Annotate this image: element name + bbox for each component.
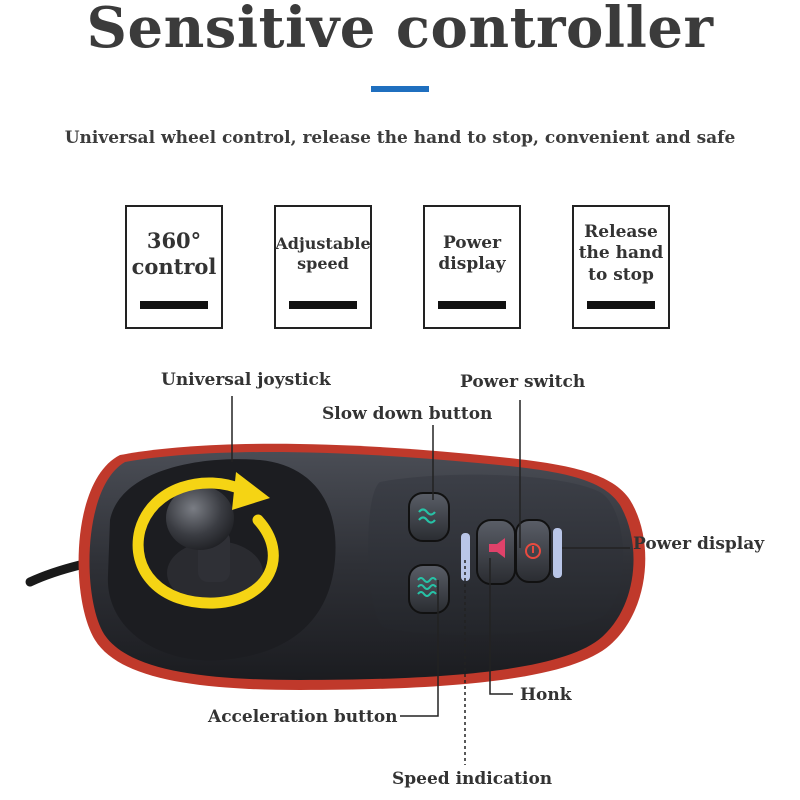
page-subtitle: Universal wheel control, release the han…: [64, 128, 736, 148]
page-title: Sensitive controller: [86, 0, 714, 61]
leader-honk: [489, 558, 513, 695]
feature-card-360-control: 360° control: [125, 205, 223, 329]
feature-underline: [289, 301, 357, 309]
label-honk: Honk: [520, 685, 572, 705]
honk-button: [476, 519, 516, 585]
power-display-light: [553, 528, 562, 578]
label-power-display: Power display: [633, 534, 765, 554]
speed-indicator-light: [461, 533, 470, 581]
rotation-arrow-icon: [132, 472, 279, 609]
controller-cable: [25, 560, 85, 587]
label-power-switch: Power switch: [460, 372, 586, 392]
label-slow-down-button: Slow down button: [322, 404, 493, 424]
slow-down-button: [408, 492, 450, 542]
feature-card-release-to-stop: Release the hand to stop: [572, 205, 670, 329]
leader-acceleration: [400, 580, 439, 717]
fast-wave-icon: [417, 577, 437, 597]
label-acceleration-button: Acceleration button: [208, 707, 398, 727]
acceleration-button: [408, 564, 450, 614]
label-universal-joystick: Universal joystick: [161, 370, 331, 390]
callout-leaders: [231, 396, 630, 765]
label-speed-indication: Speed indication: [392, 769, 553, 789]
joystick-knob: [166, 486, 234, 550]
horn-icon: [489, 538, 505, 558]
feature-label: 360° control: [131, 227, 217, 279]
power-icon: [525, 543, 541, 559]
feature-label: Power display: [438, 232, 506, 274]
feature-underline: [438, 301, 506, 309]
title-accent-bar: [371, 86, 429, 92]
feature-underline: [587, 301, 655, 309]
feature-card-power-display: Power display: [423, 205, 521, 329]
feature-underline: [140, 301, 208, 309]
power-button: [515, 519, 551, 583]
feature-card-adjustable-speed: Adjustable speed: [274, 205, 372, 329]
feature-label: Release the hand to stop: [578, 222, 664, 285]
feature-label: Adjustable speed: [275, 234, 371, 273]
slow-wave-icon: [418, 508, 436, 524]
